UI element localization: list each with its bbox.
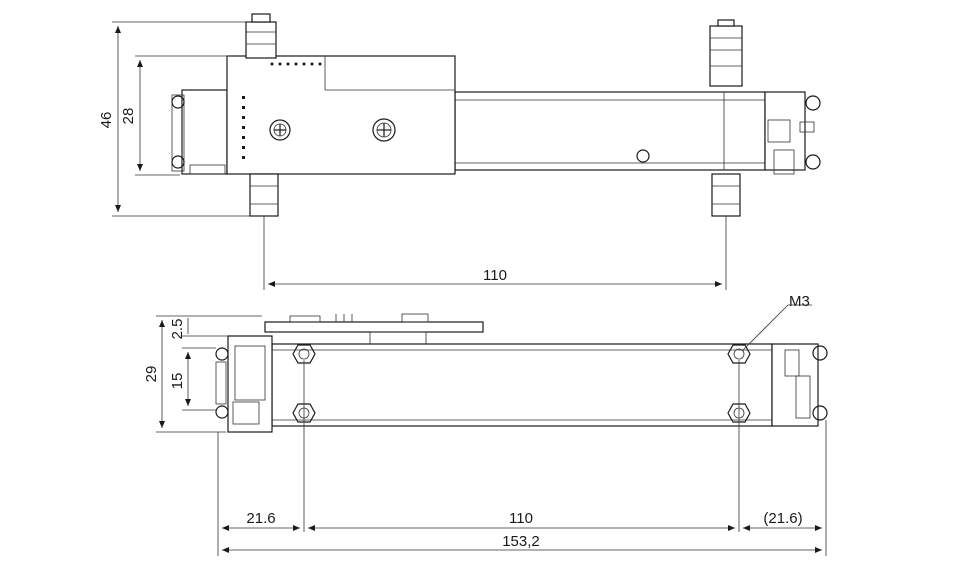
top-small-hole	[636, 149, 650, 163]
top-left-endcap	[181, 89, 228, 175]
top-pin-column	[242, 96, 245, 159]
top-connector-left-lower	[249, 173, 279, 217]
dim-height-outer: 46	[98, 112, 115, 129]
top-right-endcap	[764, 91, 821, 175]
top-screw-right-icon	[372, 118, 396, 142]
top-connector-right-lower	[711, 173, 741, 217]
top-screw-left-icon	[269, 119, 291, 141]
dim-total-length: 153,2	[502, 533, 540, 550]
dim-height-front: 29	[143, 366, 160, 383]
front-left-endcap	[215, 335, 273, 433]
dim-hole-spacing-v: 15	[169, 373, 186, 390]
dim-right-offset: (21.6)	[763, 510, 802, 527]
dim-left-offset: 21.6	[246, 510, 275, 527]
front-nut-top-right	[727, 344, 751, 364]
top-electronics-housing	[226, 55, 456, 175]
front-right-endcap	[771, 343, 828, 427]
top-pin-row	[270, 62, 322, 66]
dim-flange: 2.5	[169, 319, 186, 340]
top-view: 46 28 110	[98, 13, 821, 290]
dim-height-inner: 28	[120, 108, 137, 125]
front-tube-body	[271, 343, 773, 427]
top-connector-right-upper	[709, 19, 743, 87]
top-tube-body	[454, 91, 766, 171]
dim-hole-spacing-h: 110	[509, 510, 533, 527]
front-view: M3 2.5 29 15 21.6 110 (21.6) 153,2	[143, 293, 828, 556]
front-nut-top-left	[292, 344, 316, 364]
top-connector-left-upper	[245, 13, 277, 59]
front-pcb	[264, 321, 484, 333]
dim-mount-spacing: 110	[483, 267, 507, 284]
callout-thread: M3	[789, 293, 810, 310]
